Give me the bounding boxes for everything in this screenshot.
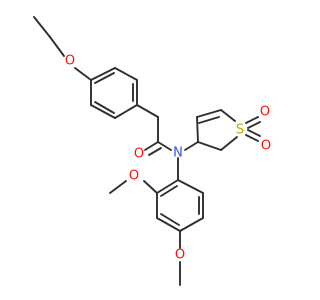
bond xyxy=(90,67,116,81)
bond xyxy=(177,179,204,194)
molecule-canvas: O O N S O O O O xyxy=(33,16,272,286)
bond xyxy=(136,104,159,118)
ether-oxygen-label: O xyxy=(65,54,75,69)
bond xyxy=(156,179,179,194)
bond xyxy=(220,136,238,151)
bond xyxy=(245,116,259,124)
bond xyxy=(109,180,127,194)
structure-drawing: O O N S O O O O xyxy=(33,16,271,286)
bond xyxy=(74,67,92,81)
sulfonyl-oxygen-top-atom: O xyxy=(260,105,270,120)
sulfur-atom: S xyxy=(236,123,244,138)
bond xyxy=(196,116,199,143)
sulfur-label: S xyxy=(236,123,244,138)
bond xyxy=(160,185,178,197)
bond xyxy=(148,147,162,156)
sulfonyl-oxygen-bottom-label: O xyxy=(261,139,271,154)
bond xyxy=(157,141,172,151)
bond xyxy=(220,109,236,122)
ether-oxygen-atom: O xyxy=(65,54,75,69)
bond xyxy=(114,104,138,119)
bond xyxy=(49,36,65,57)
bond xyxy=(143,180,158,194)
atom-labels: O O N S O O O O xyxy=(65,54,271,263)
bond xyxy=(197,141,222,151)
para-methoxy-oxygen-atom: O xyxy=(175,248,185,263)
bond xyxy=(114,67,138,81)
bond xyxy=(33,16,51,38)
amide-nitrogen-label: N xyxy=(173,146,183,161)
bond xyxy=(94,101,115,114)
ortho-methoxy-oxygen-label: O xyxy=(129,169,139,184)
bond xyxy=(245,134,259,142)
bond xyxy=(90,104,116,119)
bond xyxy=(156,217,181,232)
bond xyxy=(144,141,159,151)
bond xyxy=(94,72,115,84)
ortho-methoxy-oxygen-atom: O xyxy=(129,169,139,184)
bonds xyxy=(33,16,261,286)
bond xyxy=(247,121,261,129)
bond xyxy=(198,116,220,124)
sulfonyl-oxygen-top-label: O xyxy=(260,105,270,120)
para-methoxy-oxygen-label: O xyxy=(175,248,185,263)
bond xyxy=(196,109,222,118)
carbonyl-oxygen-atom: O xyxy=(134,147,144,162)
sulfonyl-oxygen-bottom-atom: O xyxy=(261,139,271,154)
bond xyxy=(184,141,199,151)
bond xyxy=(179,217,204,232)
carbonyl-oxygen-label: O xyxy=(134,147,144,162)
bond xyxy=(160,213,180,226)
amide-nitrogen-atom: N xyxy=(173,146,183,161)
bond xyxy=(247,129,261,137)
